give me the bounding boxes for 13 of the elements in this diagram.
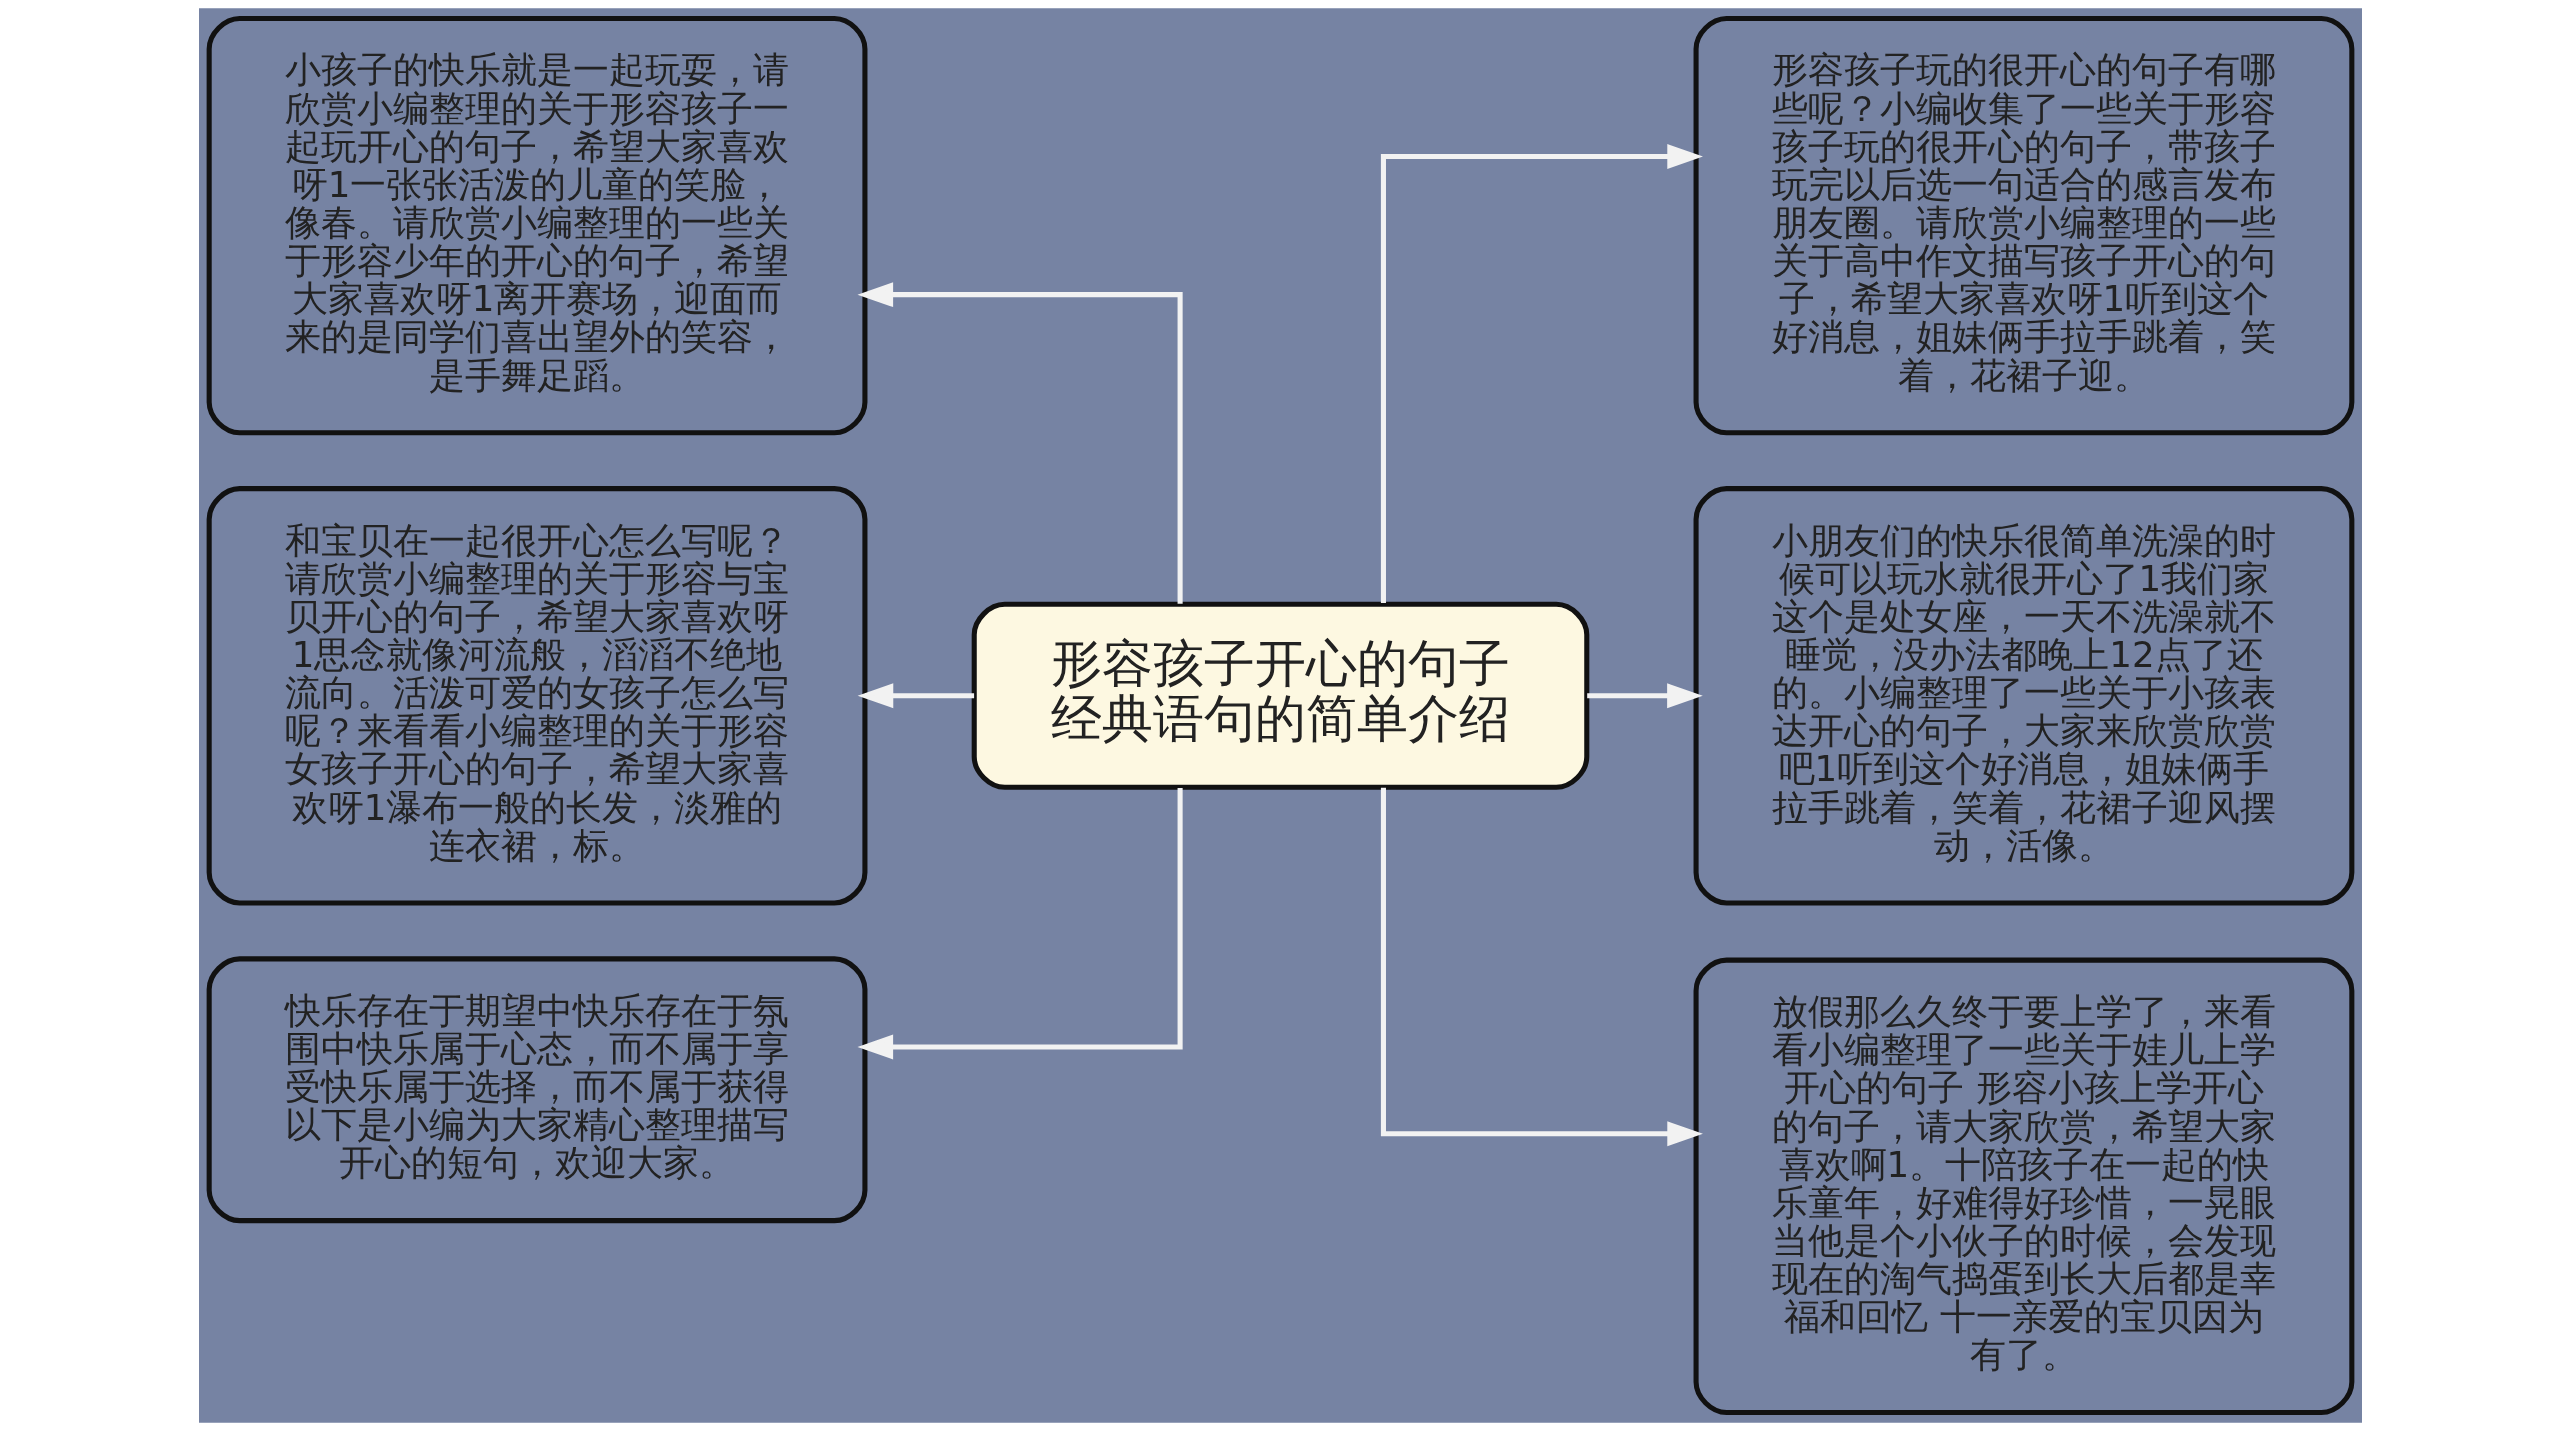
node-box: 放假那么久终于要上学了，来看看小编整理了一些关于娃儿上学开心的句子 形容小孩上学开心的句子，请大家欣赏，希望大家喜欢啊1。十陪孩子在一起的快乐童年，好难得好珍惜，一晃眼当他是个小伙子的时候，会发现现在的淘气捣蛋到长大后都是幸福和回忆 十一亲爱的宝贝因为有了。 bbox=[1693, 957, 2354, 1416]
node-box: 小朋友们的快乐很简单洗澡的时候可以玩水就很开心了1我们家这个是处女座，一天不洗澡就不睡觉，没办法都晚上12点了还的。小编整理了一些关于小孩表达开心的句子，大家来欣赏欣赏吧1听到这个好消息，姐妹俩手拉手跳着，笑着，花裙子迎风摆动，活像。 bbox=[1693, 486, 2354, 906]
arrow bbox=[857, 683, 974, 709]
node-box: 小孩子的快乐就是一起玩耍，请欣赏小编整理的关于形容孩子一起玩开心的句子，希望大家喜欢呀1一张张活泼的儿童的笑脸，像春。请欣赏小编整理的一些关于形容少年的开心的句子，希望大家喜欢呀1离开赛场，迎面而来的是同学们喜出望外的笑容，是手舞足蹈。 bbox=[206, 15, 867, 436]
node-box: 快乐存在于期望中快乐存在于氛围中快乐属于心态，而不属于享受快乐属于选择，而不属于获得以下是小编为大家精心整理描写开心的短句，欢迎大家。 bbox=[206, 956, 867, 1224]
node-box: 和宝贝在一起很开心怎么写呢？请欣赏小编整理的关于形容与宝贝开心的句子，希望大家喜欢呀1思念就像河流般，滔滔不绝地流向。活泼可爱的女孩子怎么写呢？来看看小编整理的关于形容女孩子开心的句子，希望大家喜欢呀1瀑布一般的长发，淡雅的连衣裙，标。 bbox=[206, 486, 867, 906]
arrow bbox=[1380, 144, 1703, 604]
arrow bbox=[1586, 683, 1703, 709]
arrow bbox=[856, 282, 1183, 604]
node-box: 形容孩子开心的句子经典语句的简单介绍 bbox=[971, 601, 1589, 790]
arrow bbox=[856, 788, 1183, 1060]
node-box: 形容孩子玩的很开心的句子有哪些呢？小编收集了一些关于形容孩子玩的很开心的句子，带孩子玩完以后选一句适合的感言发布朋友圈。请欣赏小编整理的一些关于高中作文描写孩子开心的句子，希望大家喜欢呀1听到这个好消息，姐妹俩手拉手跳着，笑着，花裙子迎。 bbox=[1693, 15, 2354, 436]
arrow bbox=[1380, 787, 1703, 1147]
